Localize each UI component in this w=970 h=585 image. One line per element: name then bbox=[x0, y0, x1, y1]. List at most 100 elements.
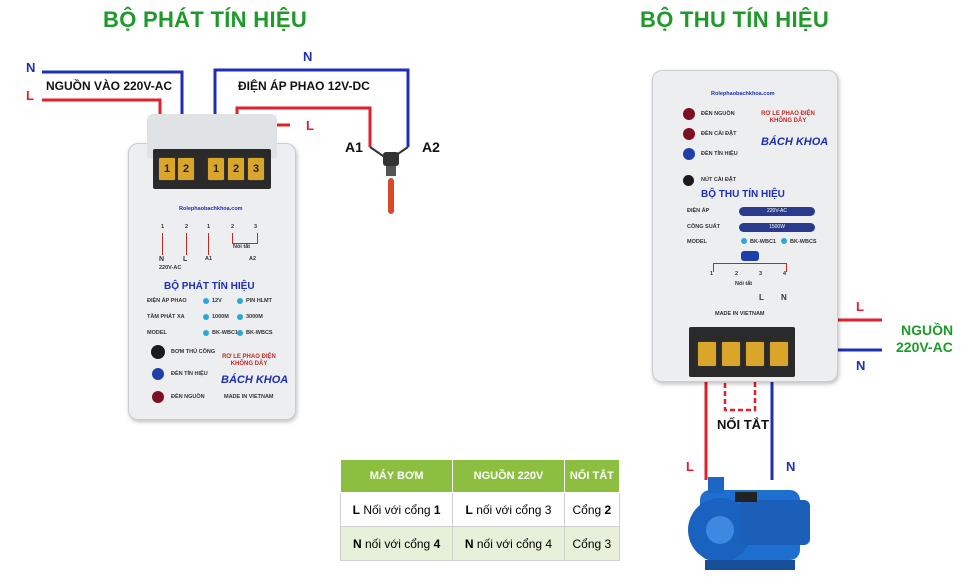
water-pump-icon bbox=[688, 477, 810, 570]
terminal-3: 1 bbox=[207, 157, 225, 181]
rx-setup-button[interactable] bbox=[683, 175, 694, 186]
rx-spec-value-3: BK-WBC1 bbox=[750, 239, 776, 245]
tx-diag-a2: A2 bbox=[249, 256, 257, 262]
connection-table: MÁY BƠM NGUỒN 220V NỐI TẮT L Nối với cổn… bbox=[339, 459, 621, 561]
tx-diag-4: 2 bbox=[231, 224, 235, 230]
rx-setup-led-icon bbox=[683, 128, 695, 140]
tx-diag-voltage: 220V-AC bbox=[159, 265, 182, 271]
tx-diag-l: L bbox=[183, 256, 188, 263]
manual-pump-label: BƠM THỦ CÔNG bbox=[171, 349, 216, 355]
table-row: N nối với cổng 4 N nối với cổng 4 Cổng 3 bbox=[339, 526, 621, 561]
rx-spec-value-3b: BK-WBCS bbox=[790, 239, 817, 245]
manual-pump-button[interactable] bbox=[151, 345, 165, 359]
tx-spec-v2-2: 3000M bbox=[246, 314, 263, 320]
receiver-device: Rolephaobachkhoa.com ĐÈN NGUỒN ĐÈN CÀI Đ… bbox=[652, 70, 838, 382]
rx-label-voltage: 220V-AC bbox=[896, 339, 953, 355]
rx-diag-1: 1 bbox=[710, 271, 714, 277]
rx-label-l: L bbox=[856, 299, 864, 314]
power-led-icon bbox=[152, 391, 164, 403]
table-cell: N nối với cổng 4 bbox=[452, 526, 565, 561]
rx-label-n-pump: N bbox=[786, 459, 796, 474]
label-n: N bbox=[26, 60, 36, 75]
receiver-website: Rolephaobachkhoa.com bbox=[711, 91, 775, 97]
tx-brand: BÁCH KHOA bbox=[221, 374, 289, 386]
rx-made-in: MADE IN VIETNAM bbox=[715, 311, 765, 317]
table-cell: Cổng 3 bbox=[563, 526, 621, 561]
tx-diag-3: 1 bbox=[207, 224, 211, 230]
table-header-pump: MÁY BƠM bbox=[339, 459, 454, 493]
table-header-row: MÁY BƠM NGUỒN 220V NỐI TẮT bbox=[339, 459, 621, 493]
rx-diag-4: 4 bbox=[783, 271, 787, 277]
receiver-title: BỘ THU TÍN HIỆU bbox=[640, 7, 830, 32]
receiver-heading: BỘ THU TÍN HIỆU bbox=[701, 189, 785, 200]
transmitter-heading: BỘ PHÁT TÍN HIỆU bbox=[164, 281, 255, 292]
rx-label-l-pump: L bbox=[686, 459, 694, 474]
label-float-voltage: ĐIỆN ÁP PHAO 12V-DC bbox=[238, 79, 370, 93]
rx-setup-led-label: ĐÈN CÀI ĐẶT bbox=[701, 131, 737, 137]
label-power-in: NGUỒN VÀO 220V-AC bbox=[46, 79, 173, 93]
short-jumper bbox=[723, 354, 757, 412]
tx-spec-v1-3: BK-WBC1 bbox=[212, 330, 238, 336]
tx-diag-5: 3 bbox=[254, 224, 258, 230]
transmitter-website: Rolephaobachkhoa.com bbox=[179, 206, 243, 212]
tx-spec-v2-1: PIN HLMT bbox=[246, 298, 272, 304]
wire-float-n bbox=[213, 68, 410, 150]
rx-setup-button-label: NÚT CÀI ĐẶT bbox=[701, 177, 737, 183]
label-l: L bbox=[26, 88, 34, 103]
tx-diag-1: 1 bbox=[161, 224, 165, 230]
table-cell: Cổng 2 bbox=[563, 492, 621, 527]
rx-brand: BÁCH KHOA bbox=[761, 136, 829, 148]
rx-power-led-label: ĐÈN NGUỒN bbox=[701, 111, 735, 117]
table-cell: N nối với cổng 4 bbox=[339, 526, 454, 561]
tx-spec-label-3: MODEL bbox=[147, 330, 167, 336]
rx-brand-small: RƠ LE PHAO ĐIỆN KHÔNG DÂY bbox=[761, 111, 815, 124]
tx-diag-2: 2 bbox=[185, 224, 189, 230]
terminal-5: 3 bbox=[247, 157, 265, 181]
label-l-right: L bbox=[306, 118, 314, 133]
transmitter-device: 1 2 1 2 3 Rolephaobachkhoa.com 1 2 1 2 3… bbox=[128, 114, 296, 420]
table-cell: L Nối với cổng 1 bbox=[339, 492, 454, 527]
label-a1: A1 bbox=[345, 139, 363, 155]
rx-spec-label-2: CÔNG SUẤT bbox=[687, 224, 720, 230]
rx-diag-n: N bbox=[781, 293, 787, 302]
table-cell: L nối với cổng 3 bbox=[452, 492, 565, 527]
terminal-2: 2 bbox=[177, 157, 195, 181]
receiver-terminal-block bbox=[689, 327, 795, 377]
rx-coil-icon bbox=[741, 251, 759, 261]
rx-diag-3: 3 bbox=[759, 271, 763, 277]
tx-made-in: MADE IN VIETNAM bbox=[224, 394, 274, 400]
float-switch-icon bbox=[383, 152, 399, 166]
signal-led-icon bbox=[152, 368, 164, 380]
rx-label-power: NGUỒN bbox=[901, 322, 954, 338]
rx-spec-value-2: 1500W bbox=[739, 223, 815, 232]
rx-diag-2: 2 bbox=[735, 271, 739, 277]
rx-signal-led-icon bbox=[683, 148, 695, 160]
rx-signal-led-label: ĐÈN TÍN HIỆU bbox=[701, 151, 738, 157]
tx-spec-v2-3: BK-WBCS bbox=[246, 330, 273, 336]
rx-power-led-icon bbox=[683, 108, 695, 120]
transmitter-terminal-block: 1 2 1 2 3 bbox=[153, 149, 271, 189]
tx-spec-v1-2: 1000M bbox=[212, 314, 229, 320]
rx-spec-value-1: 220V-AC bbox=[739, 207, 815, 216]
label-a2: A2 bbox=[422, 139, 440, 155]
rx-spec-label-1: ĐIỆN ÁP bbox=[687, 208, 710, 214]
rx-diag-l: L bbox=[759, 293, 764, 302]
terminal-1: 1 bbox=[158, 157, 176, 181]
rx-label-n: N bbox=[856, 358, 866, 373]
tx-spec-v1-1: 12V bbox=[212, 298, 222, 304]
rx-diag-short: Nối tắt bbox=[735, 281, 753, 287]
tx-diag-n: N bbox=[159, 256, 165, 263]
tx-diag-short: Nối tắt bbox=[233, 244, 251, 250]
table-row: L Nối với cổng 1 L nối với cổng 3 Cổng 2 bbox=[339, 492, 621, 527]
terminal-4: 2 bbox=[227, 157, 245, 181]
tx-brand-small: RƠ LE PHAO ĐIỆN KHÔNG DÂY bbox=[222, 354, 276, 367]
tx-diag-a1: A1 bbox=[205, 256, 213, 262]
rx-label-short: NỐI TẮT bbox=[717, 417, 769, 432]
table-header-power: NGUỒN 220V bbox=[452, 459, 565, 493]
tx-spec-label-1: ĐIỆN ÁP PHAO bbox=[147, 298, 187, 304]
tx-spec-label-2: TẦM PHÁT XA bbox=[147, 314, 185, 320]
rx-spec-label-3: MODEL bbox=[687, 239, 707, 245]
power-led-label: ĐÈN NGUỒN bbox=[171, 394, 205, 400]
label-n-top: N bbox=[303, 49, 313, 64]
transmitter-title: BỘ PHÁT TÍN HIỆU bbox=[103, 7, 308, 32]
